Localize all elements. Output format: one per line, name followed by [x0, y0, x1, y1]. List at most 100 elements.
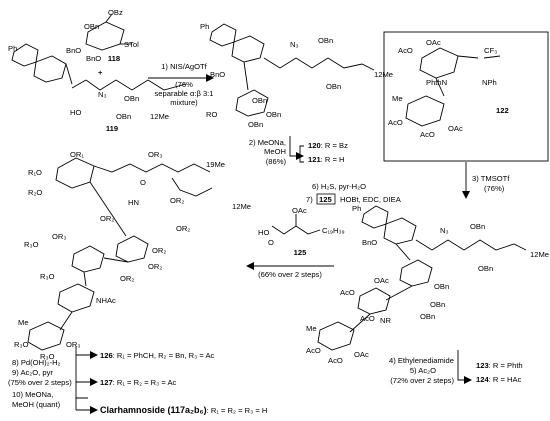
- label-me-119: 12Me: [150, 112, 169, 121]
- compound-122-box: [383, 31, 549, 162]
- label-c19h39-125: C₁₉H₃₉: [322, 226, 345, 235]
- product-120-acetal-ring: [209, 23, 237, 47]
- label-aco-122b: AcO: [388, 118, 403, 127]
- target-acyl-chain: [171, 177, 213, 197]
- label-or2-e: OR₂: [148, 262, 163, 271]
- label-obn-123a: OBn: [470, 222, 486, 231]
- label-aco-122c: AcO: [420, 130, 435, 139]
- label-obn-123e: OBn: [420, 312, 436, 321]
- product-120-upper-ring: [231, 35, 265, 63]
- acceptor-119-lipid-chain: [85, 79, 187, 91]
- label-aco-123c: AcO: [306, 346, 321, 355]
- step-8-9-yield: (75% over 2 steps): [8, 378, 72, 387]
- product-120-lower-ring: [235, 89, 269, 117]
- bracket-120-121: [299, 145, 304, 163]
- label-obn-123c: OBn: [434, 282, 450, 291]
- label-bno-123: BnO: [362, 238, 378, 247]
- label-obn-123d: OBn: [430, 300, 446, 309]
- label-aco-123a: AcO: [340, 288, 355, 297]
- compound-119-number: 119: [105, 124, 119, 133]
- compound-123-row: 123: R = Phth: [476, 361, 523, 370]
- label-or3-top: OR₃: [148, 150, 163, 159]
- plus-sign: +: [98, 68, 103, 77]
- intermediate-123-ring-1: [383, 217, 417, 245]
- step-2-reagent: 2) MeONa,: [248, 138, 286, 147]
- label-or2-f: OR₂: [120, 274, 135, 283]
- step-3-reagent: 3) TMSOTf: [472, 174, 510, 183]
- target-ring-5: [27, 321, 65, 351]
- label-ph-123: Ph: [352, 204, 362, 213]
- label-hn: HN: [128, 198, 139, 207]
- label-or2-d: OR₂: [152, 246, 167, 255]
- label-n3-120: N₃: [290, 40, 299, 49]
- acceptor-119-sugar-ring: [33, 55, 67, 83]
- label-r2o-a: R₂O: [28, 188, 43, 197]
- label-oac-122b: OAc: [448, 124, 463, 133]
- intermediate-123-acetal-ring: [361, 205, 389, 229]
- donor-122-upper-ring: [419, 47, 459, 79]
- arrow-step-8-9: [75, 346, 88, 399]
- label-oac-123b: OAc: [354, 350, 369, 359]
- label-or1-a: OR₁: [70, 150, 84, 159]
- clarhamnoside-row: Clarhamnoside (117a₂b₆): R₁ = R₂ = R₃ = …: [100, 405, 268, 416]
- step-1-yield: (76%: [175, 80, 193, 89]
- label-ro-120: RO: [206, 110, 218, 119]
- step-7-reagent-ref: 125: [319, 195, 332, 204]
- label-bno-118b: BnO: [86, 54, 102, 63]
- label-r3o-b: R₃O: [40, 272, 55, 281]
- step-2-yield: (86%): [265, 157, 286, 166]
- compound-127-row: 127: R₁ = R₂ = R₃ = Ac: [100, 378, 177, 387]
- intermediate-123-ring-3: [357, 287, 391, 315]
- label-obn-120b: OBn: [326, 82, 342, 91]
- compound-124-row: 124: R = HAc: [476, 375, 522, 384]
- label-r1o: R₁O: [28, 168, 42, 177]
- step-8-reagent: 8) Pd(OH)₂-H₂: [12, 358, 61, 367]
- label-oac-125: OAc: [292, 206, 307, 215]
- label-me-123b: Me: [306, 324, 317, 333]
- step-4-5-yield: (72% over 2 steps): [390, 376, 454, 385]
- label-ho-125: HO: [258, 228, 270, 237]
- label-obn-120a: OBn: [318, 36, 334, 45]
- label-nhac: NHAc: [96, 296, 116, 305]
- step-1-note: separable α:β 3:1: [154, 89, 214, 98]
- compound-121-row: 121: R = H: [308, 155, 345, 164]
- compound-126-row: 126: R₁ = PhCH, R₂ = Bn, R₃ = Ac: [100, 351, 215, 360]
- label-o-125: O: [268, 238, 274, 247]
- step-2-solvent: MeOH: [264, 147, 286, 156]
- label-r3o-a: R₃O: [24, 240, 39, 249]
- product-120-lipid-chain: [263, 57, 375, 71]
- step-7-number: 7): [306, 195, 313, 204]
- reagent-125-skeleton: [271, 225, 321, 235]
- label-aco-123b: AcO: [360, 314, 375, 323]
- label-or3-a: OR₃: [52, 232, 67, 241]
- label-stol-118: STol: [124, 40, 139, 49]
- donor-122-lower-ring: [405, 95, 445, 127]
- label-obn-119b: OBn: [116, 112, 132, 121]
- arrow-step-2: [289, 136, 304, 160]
- step-7-reagents: HOBt, EDC, DIEA: [340, 195, 401, 204]
- label-ph-118: OBz: [108, 8, 123, 17]
- reagent-ref-box: [316, 193, 336, 205]
- label-or2-b: OR₂: [100, 214, 115, 223]
- label-oac-123a: OAc: [374, 276, 389, 285]
- label-me-123: 12Me: [530, 250, 549, 259]
- label-ph-119: Ph: [8, 44, 18, 53]
- label-r3o-c: R₃O: [14, 340, 29, 349]
- step-9-reagent: 9) Ac₂O, pyr: [12, 368, 53, 377]
- label-me-final: Me: [18, 318, 29, 327]
- label-or2-c: OR₂: [176, 224, 191, 233]
- label-or2-a: OR₂: [170, 196, 185, 205]
- compound-122-number: 122: [496, 106, 509, 115]
- compound-125-number: 125: [293, 248, 307, 257]
- label-r3o-d: R₃O: [40, 352, 55, 361]
- label-nr-123: NR: [380, 316, 391, 325]
- label-obn-120d: OBn: [266, 110, 282, 119]
- compound-118-number: 118: [107, 54, 121, 63]
- label-me-lipid: 19Me: [206, 160, 225, 169]
- target-ring-2: [115, 235, 149, 263]
- label-obn-119a: OBn: [124, 94, 140, 103]
- label-cf3-122: CF₃: [484, 46, 498, 55]
- label-o-amide: O: [140, 178, 146, 187]
- label-n3-123: N₃: [440, 226, 449, 235]
